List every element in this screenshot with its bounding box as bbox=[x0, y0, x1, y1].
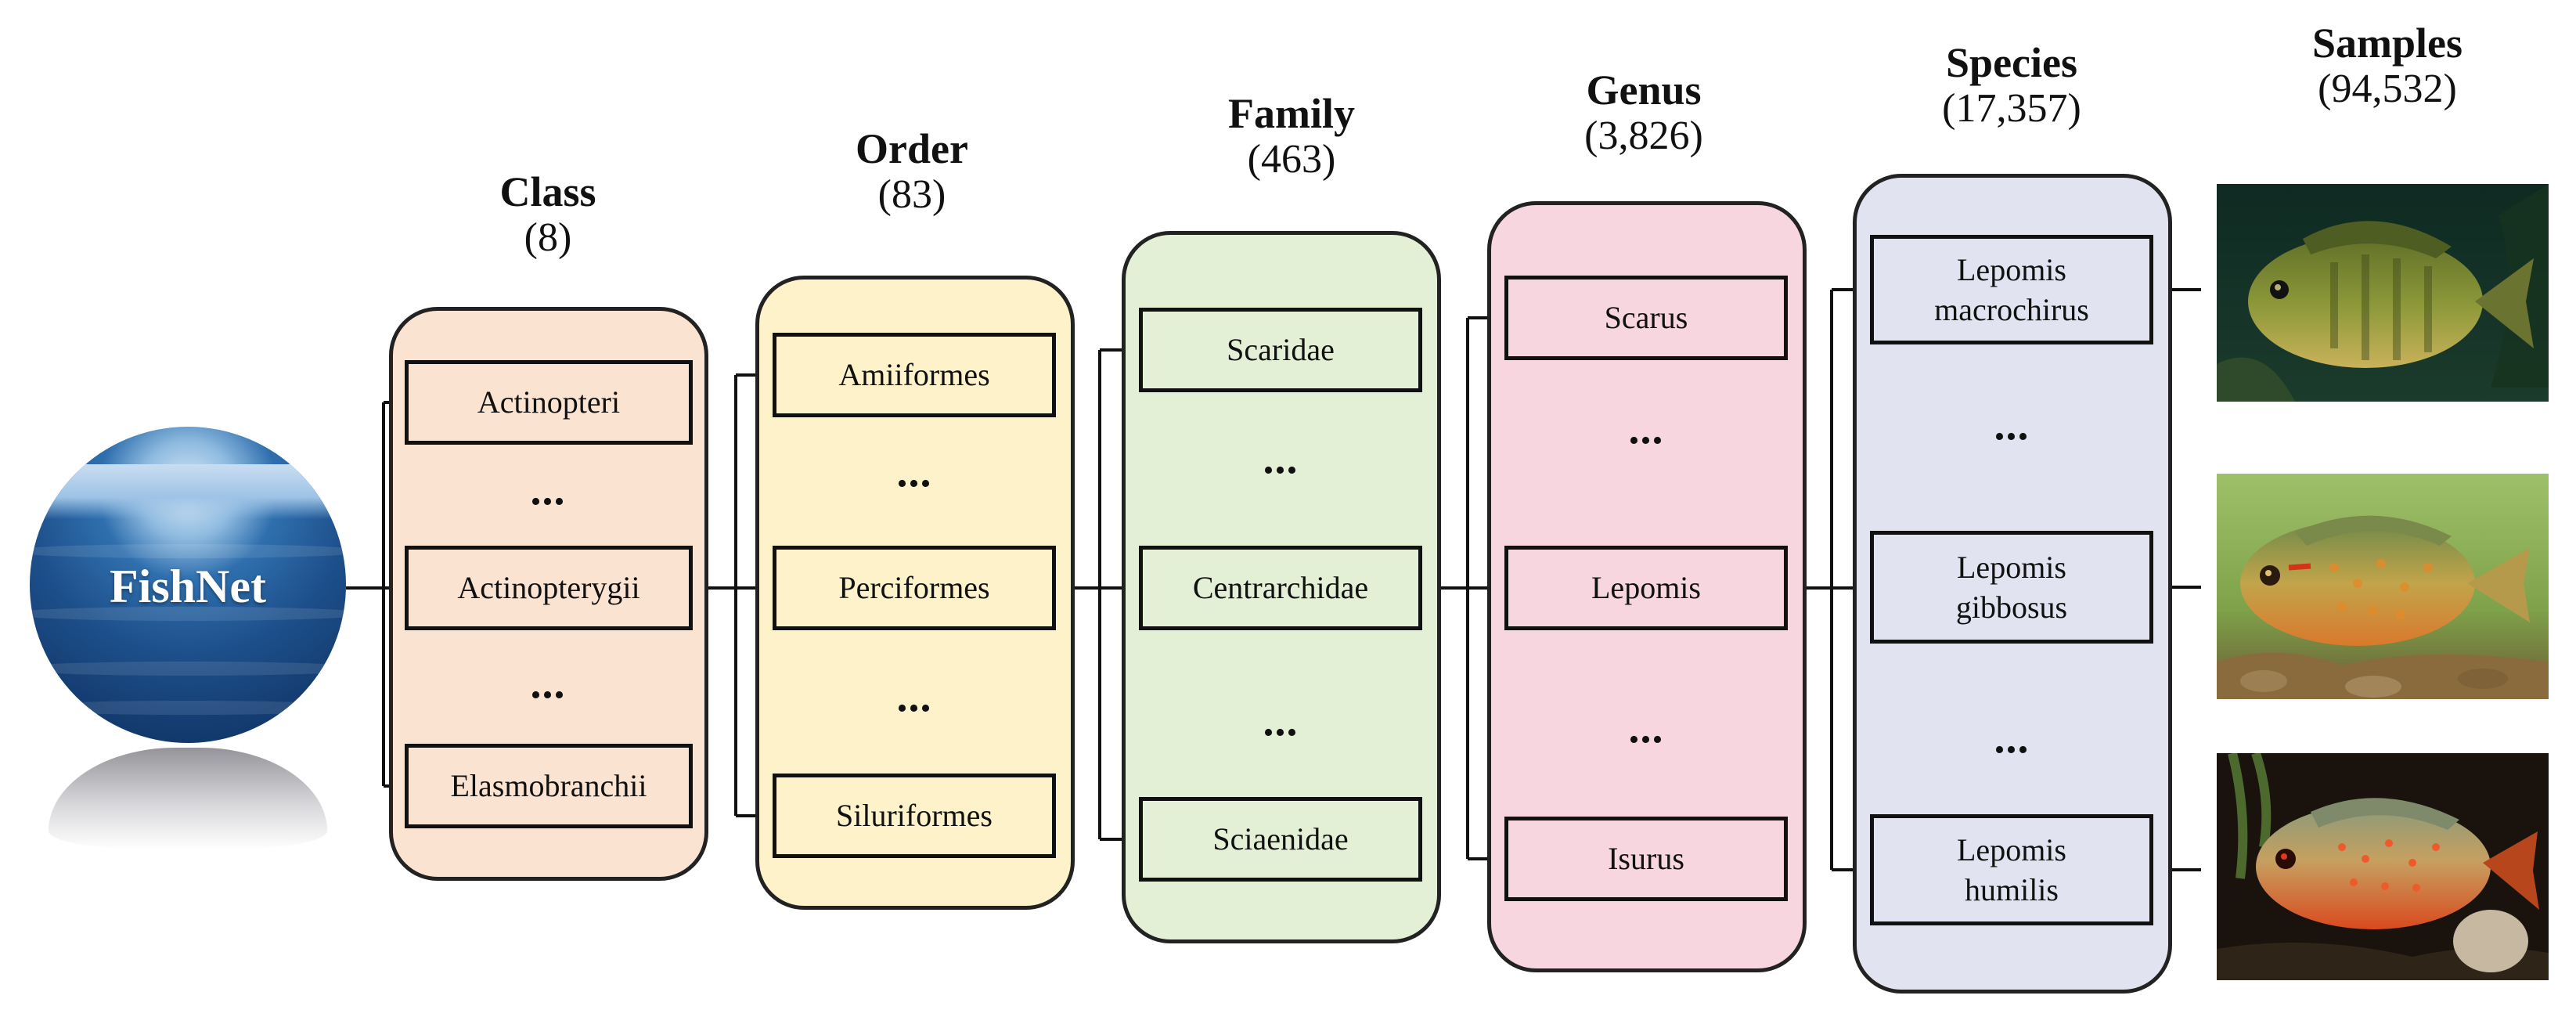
fishnet-logo: FishNet bbox=[30, 427, 346, 743]
order-node-perciformes: Perciformes bbox=[773, 546, 1056, 630]
order-title: Order bbox=[856, 125, 968, 172]
species-count: (17,357) bbox=[1942, 86, 2081, 132]
family-ellipsis-upper: ... bbox=[1263, 435, 1299, 483]
genus-node-scarus: Scarus bbox=[1504, 276, 1788, 360]
samples-header: Samples (94,532) bbox=[2286, 20, 2489, 113]
sample-image-lepomis-humilis bbox=[2217, 753, 2549, 980]
species-ellipsis-upper: ... bbox=[1994, 401, 2030, 449]
species-node-lepomis-macrochirus: Lepomis macrochirus bbox=[1870, 235, 2153, 344]
samples-count: (94,532) bbox=[2318, 67, 2457, 112]
sample-image-lepomis-gibbosus bbox=[2217, 474, 2549, 699]
family-node-scaridae: Scaridae bbox=[1139, 308, 1422, 392]
family-count: (463) bbox=[1247, 137, 1336, 182]
family-ellipsis-lower: ... bbox=[1263, 697, 1299, 745]
order-ellipsis-lower: ... bbox=[896, 673, 932, 721]
family-header: Family (463) bbox=[1205, 90, 1378, 183]
genus-title: Genus bbox=[1586, 67, 1702, 114]
order-header: Order (83) bbox=[834, 125, 990, 218]
genus-header: Genus (3,826) bbox=[1550, 67, 1738, 160]
order-node-siluriformes: Siluriformes bbox=[773, 774, 1056, 858]
genus-ellipsis-upper: ... bbox=[1628, 405, 1664, 453]
class-header: Class (8) bbox=[470, 168, 626, 261]
family-node-sciaenidae: Sciaenidae bbox=[1139, 797, 1422, 882]
species-ellipsis-lower: ... bbox=[1994, 714, 2030, 763]
class-node-elasmobranchii: Elasmobranchii bbox=[405, 744, 693, 828]
species-node-lepomis-humilis: Lepomis humilis bbox=[1870, 814, 2153, 925]
class-ellipsis-upper: ... bbox=[530, 466, 566, 514]
species-header: Species (17,357) bbox=[1910, 39, 2113, 132]
class-node-actinopteri: Actinopteri bbox=[405, 360, 693, 445]
genus-ellipsis-lower: ... bbox=[1628, 704, 1664, 752]
class-count: (8) bbox=[524, 215, 572, 261]
genus-node-lepomis: Lepomis bbox=[1504, 546, 1788, 630]
order-count: (83) bbox=[877, 172, 946, 218]
genus-count: (3,826) bbox=[1584, 114, 1703, 159]
family-title: Family bbox=[1228, 90, 1355, 137]
class-ellipsis-lower: ... bbox=[530, 659, 566, 708]
order-node-amiiformes: Amiiformes bbox=[773, 333, 1056, 417]
sample-image-lepomis-macrochirus bbox=[2217, 184, 2549, 402]
logo-text: FishNet bbox=[110, 561, 266, 612]
genus-node-isurus: Isurus bbox=[1504, 817, 1788, 901]
species-title: Species bbox=[1946, 39, 2077, 86]
order-ellipsis-upper: ... bbox=[896, 448, 932, 496]
class-node-actinopterygii: Actinopterygii bbox=[405, 546, 693, 630]
class-title: Class bbox=[499, 168, 596, 215]
family-node-centrarchidae: Centrarchidae bbox=[1139, 546, 1422, 630]
species-node-lepomis-gibbosus: Lepomis gibbosus bbox=[1870, 531, 2153, 644]
samples-title: Samples bbox=[2311, 20, 2463, 67]
